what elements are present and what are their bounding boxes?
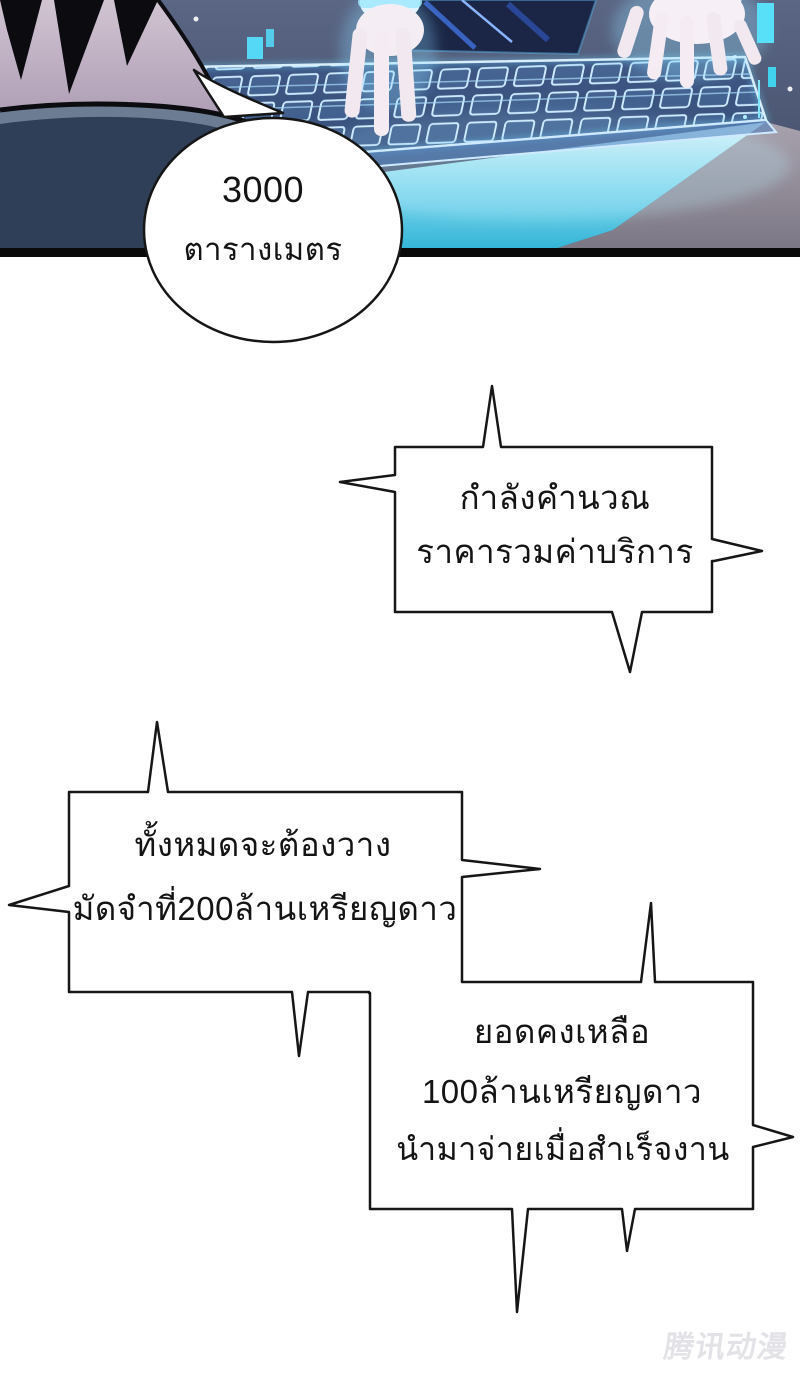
bubble-calc-outline (338, 384, 764, 674)
bubble-balance-line3: นำมาจ่ายเมื่อสำเร็จงาน (396, 1131, 730, 1167)
balloon-text-line2: ตารางเมตร (183, 232, 343, 267)
bubble-deposit-line1: ทั้งหมดจะต้องวาง (134, 826, 392, 863)
bubble-balance-line1: ยอดคงเหลือ (473, 1013, 651, 1050)
bubble-balance-line2: 100ล้านเหรียญดาว (421, 1073, 703, 1110)
bubble-calc-line2: ราคารวมค่าบริการ (416, 533, 694, 570)
right-hand (612, 0, 768, 88)
left-hand (340, 0, 436, 136)
scene-artwork (0, 0, 800, 257)
balloon-text-line1: 3000 (221, 169, 305, 210)
bubble-deposit-line2: มัดจำที่200ล้านเหรียญดาว (72, 890, 458, 927)
publisher-watermark: 腾讯动漫 (661, 1331, 791, 1364)
cyan-fragments (247, 3, 776, 119)
bubble-calc-line1: กำลังคำนวณ (459, 479, 651, 516)
